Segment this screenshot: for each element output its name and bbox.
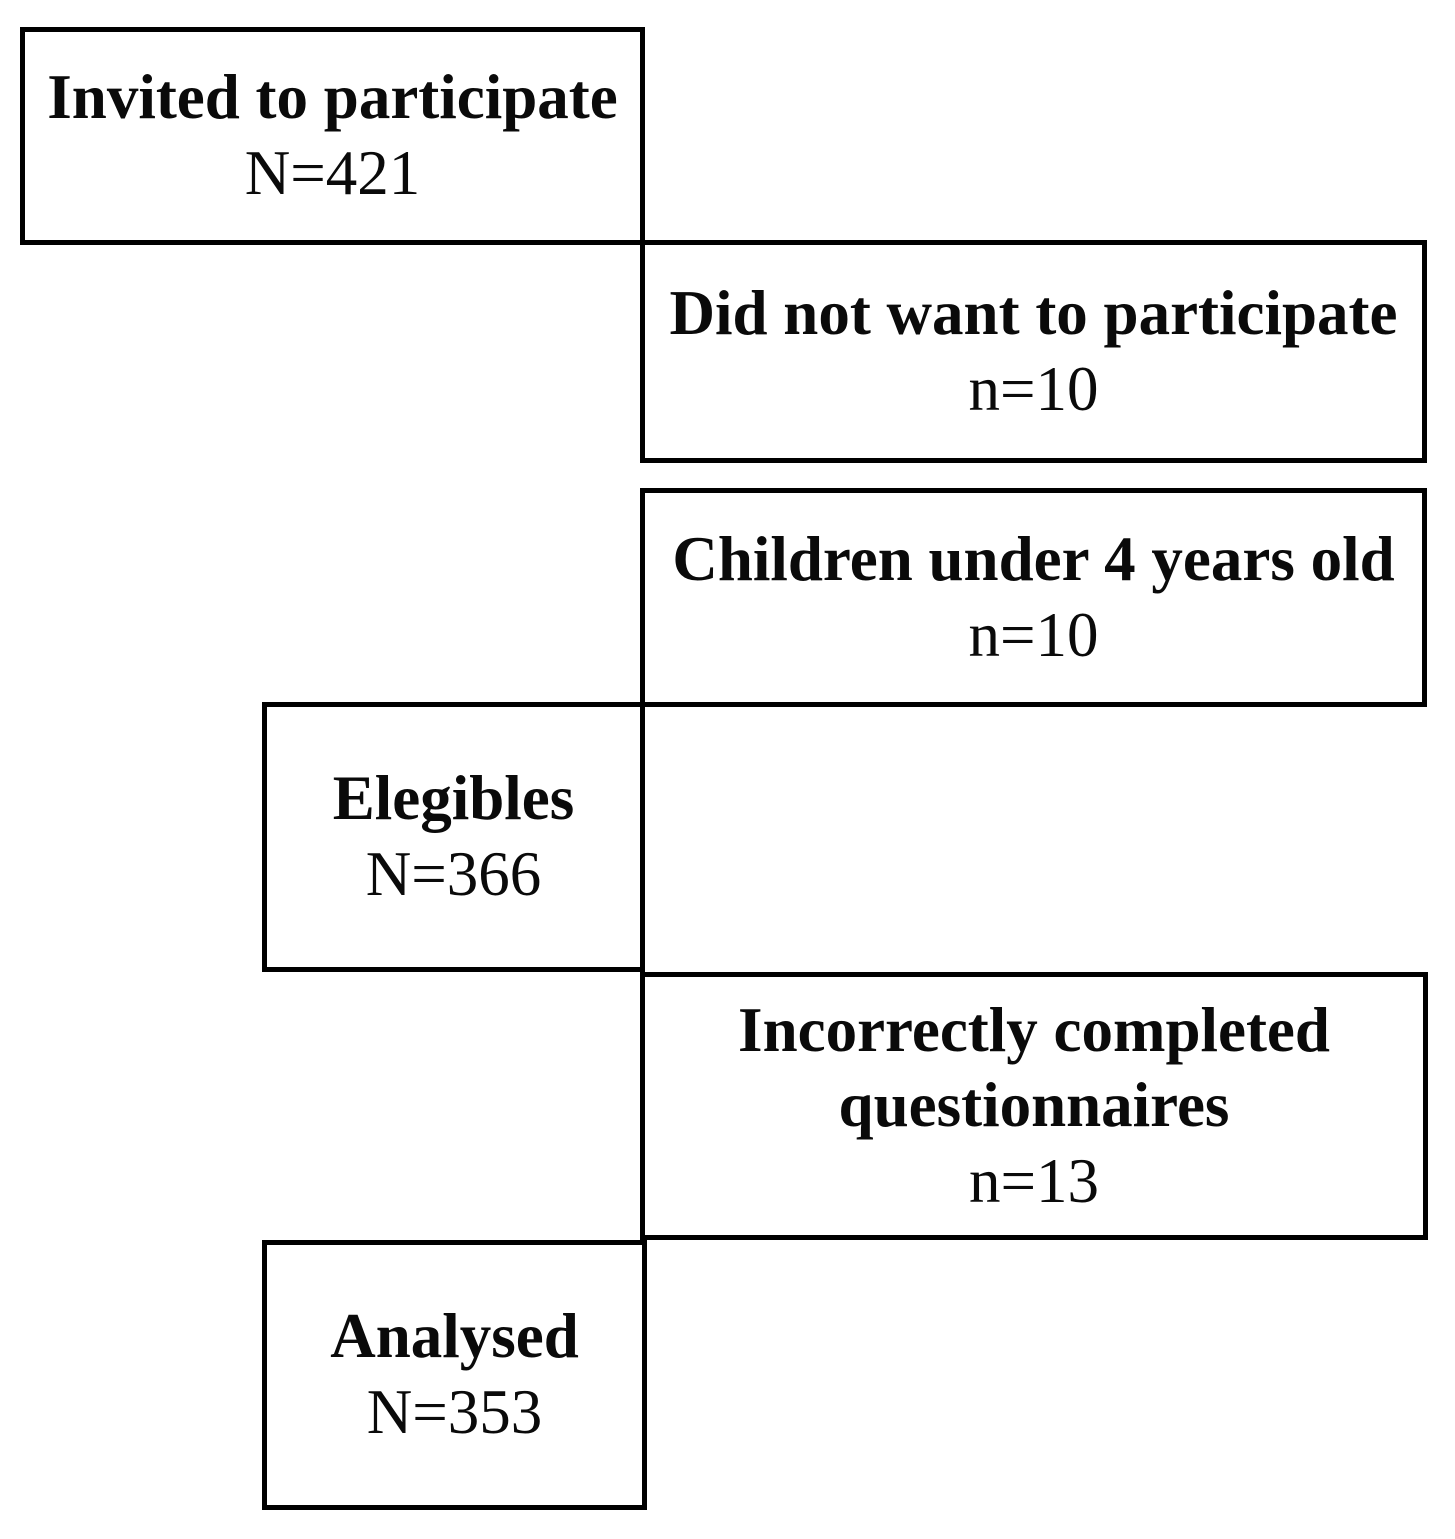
box-title: Children under 4 years old (672, 523, 1395, 594)
box-title: Incorrectly completed questionnaires (738, 994, 1330, 1141)
box-count: N=353 (366, 1377, 543, 1447)
box-title: Elegibles (332, 763, 575, 834)
box-count: n=13 (968, 1145, 1100, 1216)
box-count: n=10 (968, 353, 1099, 424)
flow-box-invited: Invited to participate N=421 (20, 27, 645, 245)
box-count: n=10 (968, 599, 1099, 670)
flow-box-children-under-4: Children under 4 years old n=10 (640, 488, 1427, 707)
box-count: N=366 (365, 839, 542, 909)
flow-box-elegibles: Elegibles N=366 (262, 702, 645, 972)
flow-box-incorrectly-completed: Incorrectly completed questionnaires n=1… (640, 972, 1428, 1240)
box-title: Analysed (330, 1301, 579, 1372)
box-title: Did not want to participate (669, 277, 1398, 348)
box-title: Invited to participate (47, 62, 618, 133)
flow-box-did-not-want-to-participate: Did not want to participate n=10 (640, 240, 1427, 463)
box-count: N=421 (244, 138, 421, 208)
flow-box-analysed: Analysed N=353 (262, 1240, 647, 1510)
